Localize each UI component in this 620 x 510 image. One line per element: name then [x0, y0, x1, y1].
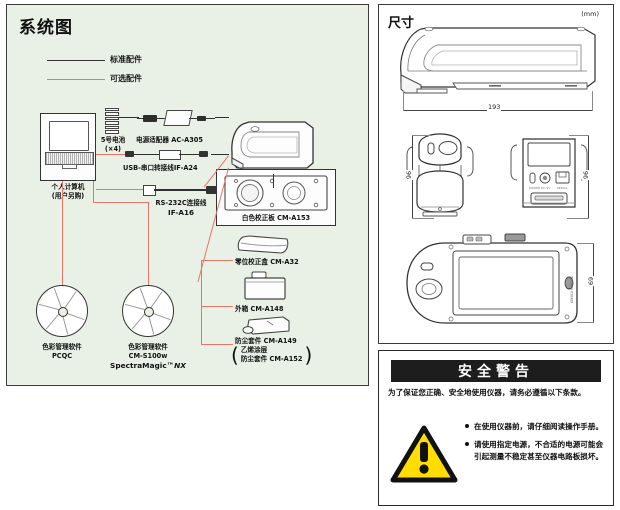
usb-cable-label: USB-串口转接线IF-A24 [123, 164, 198, 172]
software-pcqc-label: 色彩管理软件 PCQC [42, 343, 82, 360]
wire-pc-rs232 [96, 189, 143, 191]
svg-text:KONICA MINOLTA: KONICA MINOLTA [570, 275, 574, 303]
pc-label: 个人计算机 (用户另购) [51, 183, 85, 200]
wire-device-calplate [273, 174, 275, 188]
bullet-icon [465, 424, 469, 428]
ac-tip [197, 116, 206, 121]
dimensions-unit-label: (mm) [581, 10, 599, 18]
front-ext-bottom [412, 218, 434, 219]
safety-warning-intro: 为了保证您正确、安全地使用仪器，请务必遵循以下条款。 [388, 388, 586, 397]
top-ext-start [577, 243, 594, 244]
ac-adapter-icon [137, 108, 215, 130]
dust-cover-label: 防尘套件 CM-A149 [235, 337, 297, 345]
hard-case-icon [243, 271, 287, 305]
wire-bus-dust [201, 344, 233, 346]
wire-pc-pcqc [62, 181, 64, 285]
battery-label: 5号电池 (×4) [100, 136, 126, 153]
rear-height-dimension-value: 96 [582, 169, 591, 181]
front-view-drawing [406, 133, 474, 217]
safety-warning-heading: 安全警告 [458, 364, 534, 380]
length-ext-left [403, 91, 404, 111]
paren-close: ) [304, 343, 313, 367]
rs232c-cable-icon [143, 183, 219, 196]
wire-bus-zero [201, 260, 233, 262]
wire-battery-adapter [119, 117, 139, 119]
safety-warning-item: 在使用仪器前，请仔细阅读操作手册。 [465, 421, 607, 432]
white-calibration-plate-label: 白色校正板 CM-A153 [241, 214, 311, 222]
length-ext-right [592, 91, 593, 111]
laptop-touchpad [62, 164, 77, 169]
hard-case-label: 外箱 CM-A148 [235, 305, 284, 313]
legend-standard-line [47, 60, 105, 61]
bullet-icon [465, 442, 469, 447]
personal-computer-icon [40, 113, 96, 181]
length-dimension-value: 193 [487, 103, 502, 111]
rs232c-cable-label: RS-232C连接线 IF-A16 [155, 199, 207, 217]
software-pcqc-icon [36, 285, 88, 337]
front-ext-top [412, 135, 432, 136]
rear-ext-top [569, 135, 589, 136]
wire-pc-sm-b [93, 202, 148, 204]
wire-pc-sm-c [148, 202, 150, 285]
top-view-drawing: KONICA MINOLTA [406, 233, 578, 324]
safety-warning-heading-bar: 安全警告 [391, 360, 601, 382]
usb-serial-cable-icon [125, 148, 211, 160]
svg-text:POWER DC 5V: POWER DC 5V [529, 186, 551, 190]
dust-cover-note: ( 乙烯涂层 防尘套件 CM-A152 ) [231, 343, 313, 367]
front-height-dimension-value: 96 [405, 169, 414, 181]
software-spectramagic-icon [122, 285, 174, 337]
svg-text:SERIAL: SERIAL [557, 186, 568, 190]
ac-plug [143, 115, 157, 122]
dust-cover-icon [239, 315, 291, 341]
system-diagram-panel: 系统图 标准配件 可选配件 个人计算机 (用户另购) 5号电池 (×4) [6, 4, 369, 386]
wire-accessory-bus [201, 260, 203, 344]
safety-warning-item: 请使用指定电源，不合适的电源可能会引起测量不稳定甚至仪器电路板损坏。 [465, 439, 607, 462]
side-view-drawing [400, 26, 596, 94]
safety-warning-panel: 安全警告 为了保证您正确、安全地使用仪器，请务必遵循以下条款。 在使用仪器前，请… [378, 350, 614, 506]
white-calibration-plate-box: 白色校正板 CM-A153 [216, 169, 336, 226]
laptop-screen [49, 121, 89, 151]
rear-view-drawing: POWER DC 5V SERIAL [510, 138, 588, 208]
system-diagram-title: 系统图 [19, 18, 73, 38]
paren-open: ( [231, 343, 239, 367]
warning-triangle-icon [390, 425, 458, 483]
top-ext-end [577, 322, 594, 323]
wire-pc-sm-a [93, 181, 95, 202]
legend-standard-label: 标准配件 [110, 55, 142, 64]
safety-warning-items: 在使用仪器前，请仔细阅读操作手册。 请使用指定电源，不合适的电源可能会引起测量不… [465, 421, 607, 469]
wire-adapter-device [215, 117, 229, 119]
wire-bus-case [201, 306, 233, 308]
top-width-dimension-value: 69 [587, 275, 596, 287]
legend-optional-line [47, 79, 105, 80]
legend-optional-label: 可选配件 [110, 74, 142, 83]
dimensions-panel: 尺寸 (mm) 193 [378, 4, 614, 344]
zero-calibration-box-icon [235, 233, 291, 259]
rear-ext-bottom [567, 218, 589, 219]
wire-usb-device [211, 154, 229, 156]
zero-calibration-box-label: 零位校正盒 CM-A32 [235, 258, 299, 266]
spectrophotometer-icon [229, 118, 317, 174]
battery-icon [105, 108, 119, 134]
wire-pc-usb [96, 154, 125, 156]
software-spectramagic-label: 色彩管理软件 CM-S100w SpectraMagic™NX [110, 343, 186, 370]
ac-adapter-label: 电源适配器 AC-A305 [136, 136, 203, 144]
dimensions-title: 尺寸 [388, 16, 415, 31]
